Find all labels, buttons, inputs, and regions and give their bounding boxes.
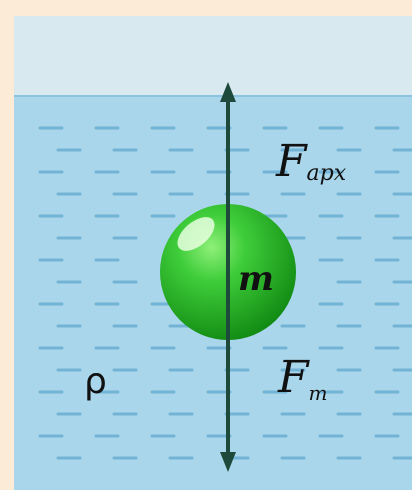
density-label: ρ xyxy=(84,361,107,402)
arrow-down-icon xyxy=(220,452,236,472)
buoyant-force-label: Fарх xyxy=(275,136,347,187)
gravity-force-label: Fт xyxy=(277,352,328,405)
mass-label: m xyxy=(238,259,274,299)
arrow-up-icon xyxy=(220,82,236,102)
water-texture xyxy=(38,126,412,460)
ball-highlight xyxy=(177,217,215,251)
